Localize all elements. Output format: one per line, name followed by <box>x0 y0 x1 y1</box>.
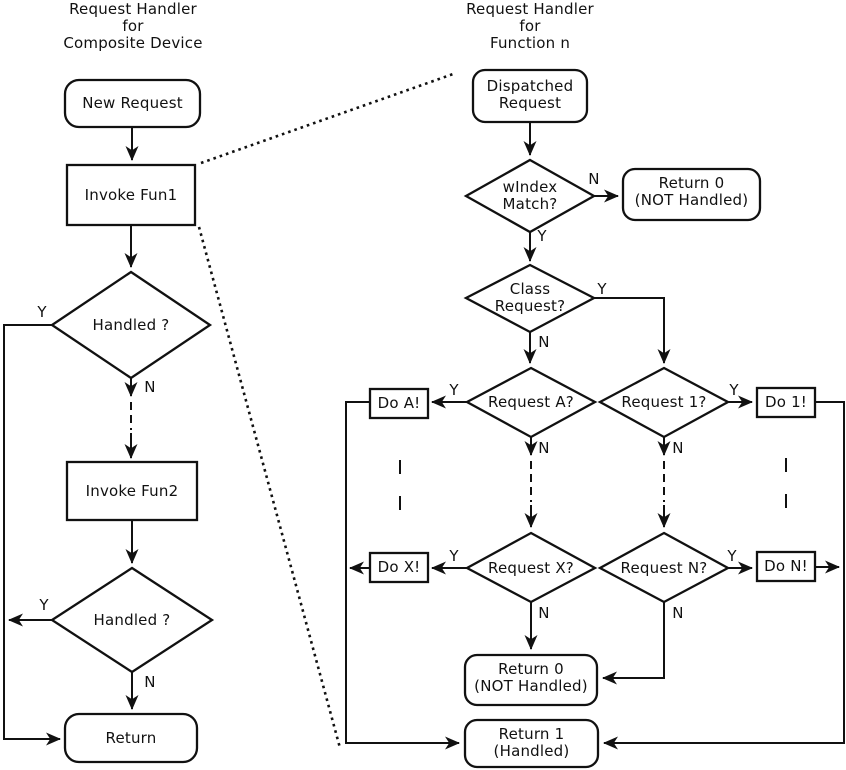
request-a-label: Request A? <box>488 393 574 411</box>
request-x-no-label: N <box>538 603 550 622</box>
path-doa-to-return1 <box>345 401 460 750</box>
request-n-no-label: N <box>672 603 684 622</box>
request-1-no-label: N <box>672 438 684 457</box>
class-request-diamond <box>463 263 597 334</box>
return0-top-label-line1: Return 0 <box>658 174 725 192</box>
dispatched-request-label-line2: Request <box>498 94 562 112</box>
handled-1-diamond <box>49 270 213 380</box>
handled-1-yes-label: Y <box>37 302 47 321</box>
request-x-label: Request X? <box>488 559 574 577</box>
path-requestn-no-return0 <box>602 602 665 685</box>
left-chart-title-line3: Composite Device <box>63 34 203 52</box>
windex-match-diamond <box>463 158 597 234</box>
handled-2-label: Handled ? <box>93 611 171 629</box>
expansion-dotted-line-top <box>200 71 457 165</box>
class-request-label-line1: Class <box>509 280 551 298</box>
do-a-box <box>368 387 430 420</box>
class-no-label: N <box>538 332 550 351</box>
new-request-label: New Request <box>82 94 183 112</box>
class-yes-label: Y <box>597 279 607 298</box>
windex-yes-label: Y <box>537 226 547 245</box>
expansion-dotted-line-bottom <box>197 226 342 749</box>
return1-box <box>463 718 600 769</box>
request-1-diamond <box>597 366 731 439</box>
invoke-fun1-label: Invoke Fun1 <box>84 185 178 204</box>
request-x-diamond <box>464 531 598 604</box>
request-n-yes-label: Y <box>727 546 737 565</box>
handled-1-no-label: N <box>144 377 156 396</box>
do-n-box <box>755 550 817 583</box>
dispatched-request-box <box>471 68 589 124</box>
return0-bottom-box <box>463 653 599 707</box>
right-chart-title-line2: for <box>519 17 541 35</box>
return0-bottom-label-line1: Return 0 <box>498 660 564 678</box>
windex-match-label-line2: Match? <box>502 195 558 213</box>
handled-2-diamond <box>49 566 215 674</box>
request-n-diamond <box>597 531 731 604</box>
invoke-fun2-box <box>65 460 199 522</box>
path-handled1-yes-to-return <box>3 324 61 746</box>
left-chart-title-line1: Request Handler <box>69 0 197 18</box>
do-1-label: Do 1! <box>764 393 808 411</box>
windex-no-label: N <box>588 169 600 188</box>
left-chart-title-line2: for <box>122 17 144 35</box>
request-a-diamond <box>464 366 598 439</box>
handled-2-no-label: N <box>144 672 156 691</box>
request-1-yes-label: Y <box>729 380 739 399</box>
do-1-box <box>755 386 817 419</box>
do-a-label: Do A! <box>377 394 421 412</box>
new-request-box <box>63 78 202 129</box>
do-n-label: Do N! <box>764 557 808 575</box>
return0-top-box <box>621 167 762 222</box>
request-n-label: Request N? <box>620 559 708 577</box>
return0-bottom-label-line2: (NOT Handled) <box>474 677 588 695</box>
handled-1-label: Handled ? <box>92 316 170 334</box>
request-1-label: Request 1? <box>621 393 707 411</box>
return1-label-line1: Return 1 <box>498 725 565 743</box>
right-chart-title-line1: Request Handler <box>466 0 594 18</box>
request-a-no-label: N <box>538 438 550 457</box>
return-box <box>63 712 199 764</box>
return-label: Return <box>105 728 157 747</box>
return1-label-line2: (Handled) <box>493 742 570 760</box>
path-do1-to-return1 <box>603 401 845 750</box>
return0-top-label-line2: (NOT Handled) <box>634 191 749 209</box>
invoke-fun2-label: Invoke Fun2 <box>85 481 179 500</box>
invoke-fun1-box <box>65 163 197 227</box>
class-request-label-line2: Request? <box>494 297 566 315</box>
do-x-label: Do X! <box>377 558 421 576</box>
do-x-box <box>368 551 430 584</box>
request-a-yes-label: Y <box>449 380 459 399</box>
request-x-yes-label: Y <box>449 546 459 565</box>
dispatched-request-label-line1: Dispatched <box>486 77 574 95</box>
handled-2-yes-label: Y <box>39 595 49 614</box>
right-chart-title-line3: Function n <box>489 34 571 52</box>
windex-match-label-line1: wIndex <box>502 178 558 196</box>
path-class-yes-request1 <box>594 297 671 364</box>
